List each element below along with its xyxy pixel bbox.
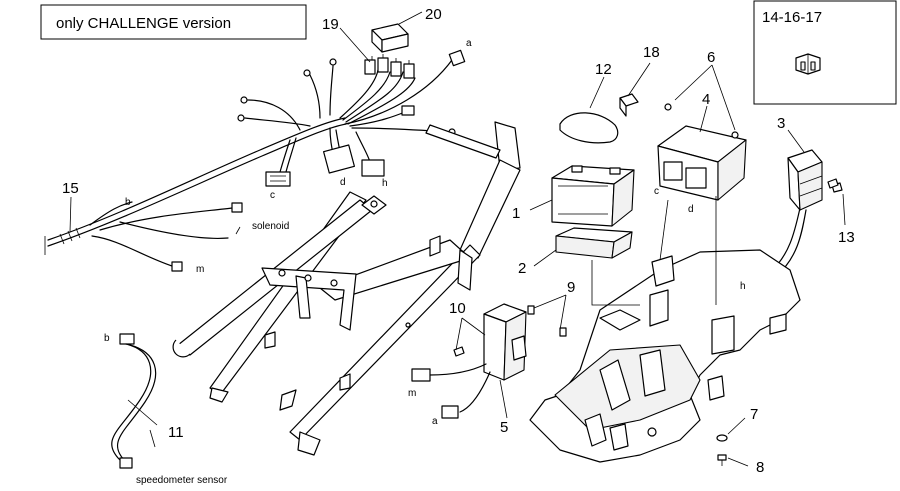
connector-letters: a b m c d h c d h b m a bbox=[104, 38, 746, 427]
cap-18 bbox=[619, 93, 639, 117]
screw-13 bbox=[827, 178, 839, 189]
washer-7 bbox=[716, 434, 728, 442]
screw-8 bbox=[717, 454, 727, 466]
callout-11: 11 bbox=[168, 424, 184, 441]
letter-b-harness: b bbox=[125, 197, 131, 208]
callout-3: 3 bbox=[777, 115, 785, 132]
letter-c-ecu: c bbox=[654, 186, 659, 197]
version-note-box: only CHALLENGE version bbox=[40, 4, 307, 40]
relay-20 bbox=[371, 23, 409, 53]
letter-c-harness: c bbox=[270, 190, 275, 201]
letter-a-unit: a bbox=[432, 416, 438, 427]
callout-10: 10 bbox=[449, 300, 466, 317]
speedometer-sensor-11 bbox=[111, 333, 157, 469]
callout-19: 19 bbox=[322, 16, 339, 33]
connector-group-19 bbox=[364, 54, 415, 79]
battery-strap-12 bbox=[559, 112, 619, 144]
fuse-inset-label: 14-16-17 bbox=[762, 9, 822, 26]
letter-m-harness: m bbox=[196, 264, 204, 275]
rear-subframe bbox=[172, 121, 521, 456]
callout-18: 18 bbox=[643, 44, 660, 61]
callout-1: 1 bbox=[512, 205, 520, 222]
fuse-inset-box: 14-16-17 bbox=[753, 0, 897, 105]
letter-h-relay: h bbox=[740, 281, 746, 292]
callout-2: 2 bbox=[518, 260, 526, 277]
solenoid-label: solenoid bbox=[252, 221, 289, 232]
letter-a-top: a bbox=[466, 38, 472, 49]
callout-20: 20 bbox=[425, 6, 442, 23]
control-unit-5 bbox=[411, 303, 527, 419]
battery-pad-2 bbox=[555, 227, 633, 259]
ecu-4 bbox=[657, 103, 747, 201]
main-wiring-harness bbox=[44, 49, 466, 272]
callout-7: 7 bbox=[750, 406, 758, 423]
callout-numbers: 20 19 15 12 18 6 4 3 13 1 2 9 10 5 11 7 … bbox=[62, 6, 855, 476]
callout-5: 5 bbox=[500, 419, 508, 436]
fuse-icon bbox=[795, 53, 821, 75]
letter-h-harness: h bbox=[382, 178, 388, 189]
letter-m-unit: m bbox=[408, 388, 416, 399]
callout-15: 15 bbox=[62, 180, 79, 197]
speedometer-sensor-label: speedometer sensor bbox=[136, 475, 228, 486]
version-note-text: only CHALLENGE version bbox=[56, 15, 231, 32]
callout-6: 6 bbox=[707, 49, 715, 66]
callout-12: 12 bbox=[595, 61, 612, 78]
callout-13: 13 bbox=[838, 229, 855, 246]
letter-d-harness: d bbox=[340, 177, 346, 188]
callout-4: 4 bbox=[702, 91, 710, 108]
callout-9: 9 bbox=[567, 279, 575, 296]
letter-b-sensor: b bbox=[104, 333, 110, 344]
battery-1 bbox=[551, 165, 635, 227]
clips-9 bbox=[527, 305, 567, 337]
leader-lines bbox=[69, 11, 846, 467]
letter-d-ecu: d bbox=[688, 204, 694, 215]
annotations: solenoid speedometer sensor bbox=[136, 221, 289, 486]
callout-8: 8 bbox=[756, 459, 764, 476]
battery-tray bbox=[529, 249, 801, 463]
